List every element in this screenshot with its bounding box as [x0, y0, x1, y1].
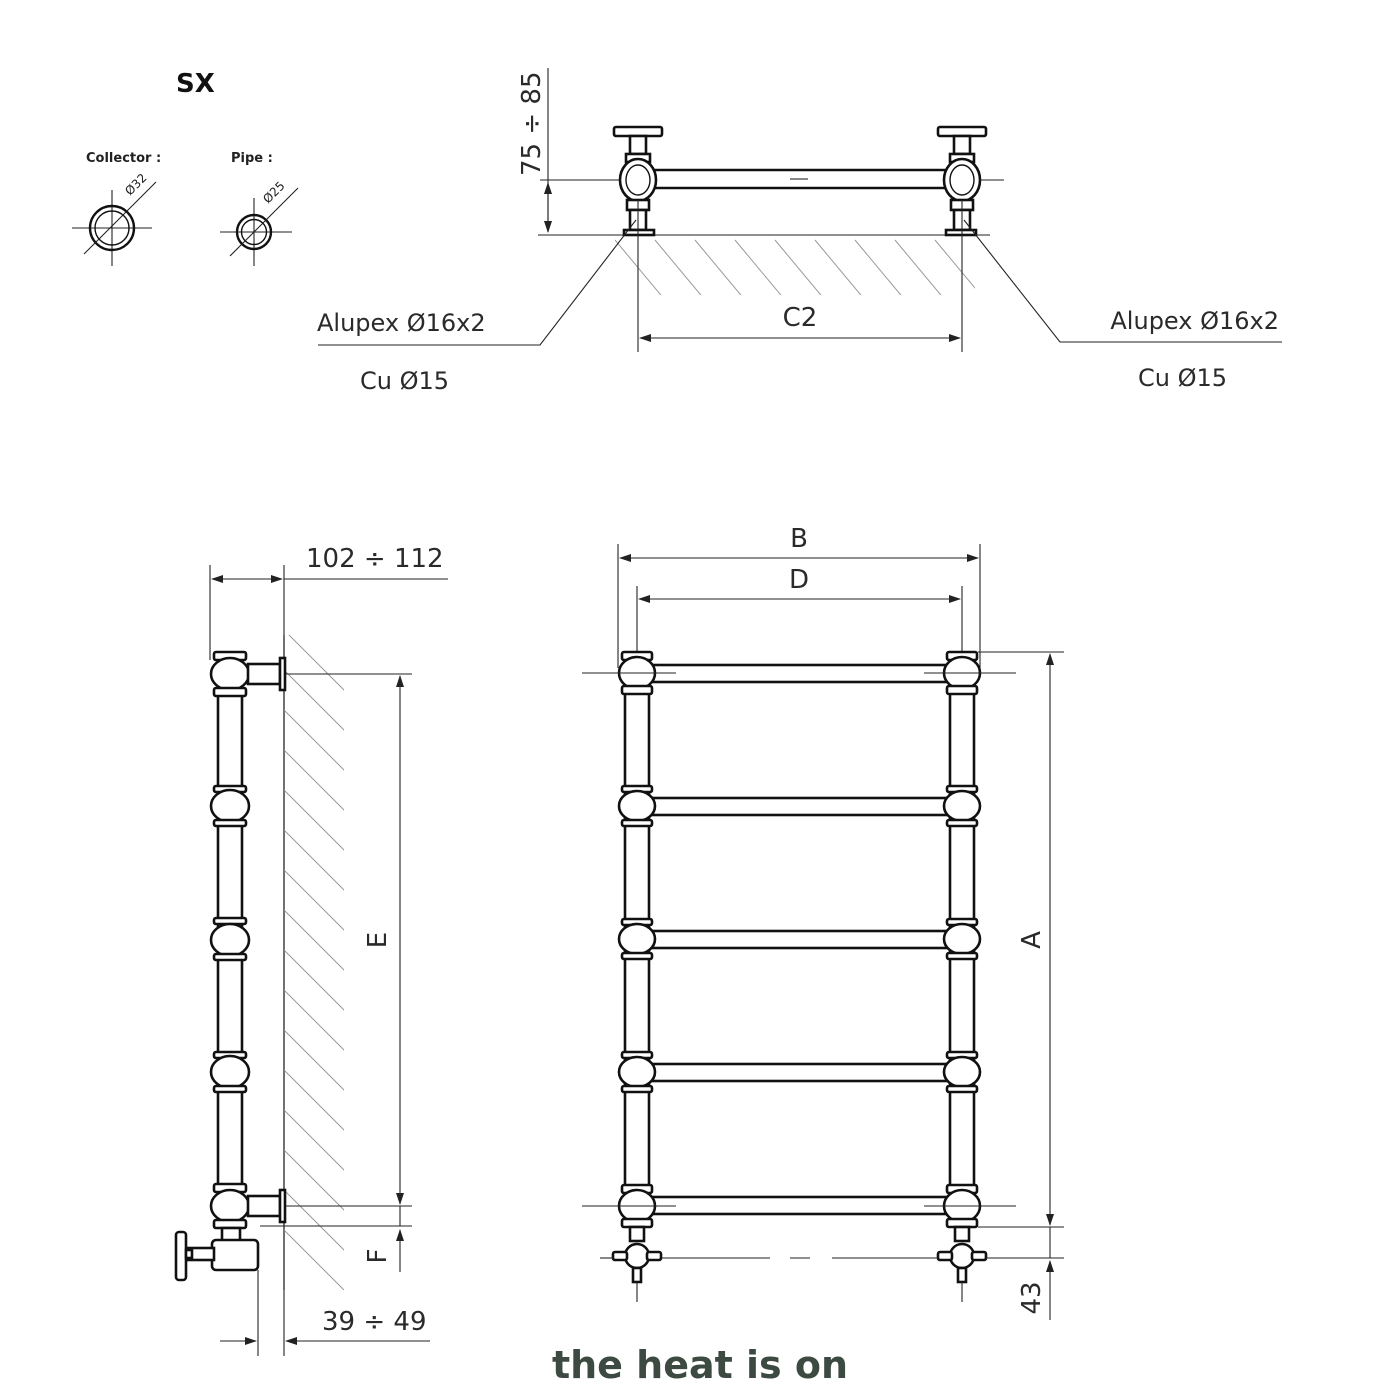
side-wall-distance: 102 ÷ 112 — [306, 544, 444, 574]
front-knuckles — [617, 650, 982, 1229]
side-bottom-bracket — [246, 1194, 282, 1218]
right-connection-secondary: Cu Ø15 — [1138, 364, 1227, 392]
front-rails — [650, 663, 950, 1216]
front-view: B D — [582, 524, 1064, 1320]
top-view: 75 ÷ 85 C2 — [317, 68, 1282, 395]
left-connection-secondary: Cu Ø15 — [360, 367, 449, 395]
side-top-bracket — [246, 662, 282, 686]
front-valve-offset: 43 — [1017, 1281, 1047, 1314]
wall-hatch-top — [615, 239, 975, 295]
front-center-width: D — [789, 565, 809, 595]
pipe-section: Pipe : Ø25 — [220, 151, 299, 266]
side-knuckles — [209, 650, 251, 1230]
front-right-valve — [936, 1225, 988, 1302]
brand-logo-text: the heat is on — [552, 1343, 848, 1387]
side-bottom-label: F — [363, 1249, 393, 1264]
side-height-label: E — [363, 932, 393, 948]
top-height-range: 75 ÷ 85 — [517, 72, 547, 176]
front-left-valve — [611, 1225, 663, 1302]
side-valve-depth: 39 ÷ 49 — [322, 1307, 426, 1337]
right-connection-primary: Alupex Ø16x2 — [1110, 307, 1279, 335]
side-valve — [174, 1226, 260, 1282]
section-details: SX Collector : Ø32 Pipe : Ø25 — [72, 69, 299, 266]
side-view: 102 ÷ 112 — [174, 544, 448, 1356]
collector-section: Collector : Ø32 — [72, 151, 161, 266]
left-connection-primary: Alupex Ø16x2 — [317, 309, 486, 337]
brand-logo: the heat is on — [552, 1343, 848, 1387]
pipe-label: Pipe : — [231, 151, 273, 166]
front-overall-height: A — [1017, 931, 1047, 949]
collector-diameter: Ø32 — [122, 171, 149, 198]
front-overall-width: B — [790, 524, 808, 554]
collector-label: Collector : — [86, 151, 161, 166]
wall-hatch-side — [284, 635, 344, 1290]
top-spacing-label: C2 — [783, 303, 818, 333]
variant-label: SX — [176, 69, 215, 99]
